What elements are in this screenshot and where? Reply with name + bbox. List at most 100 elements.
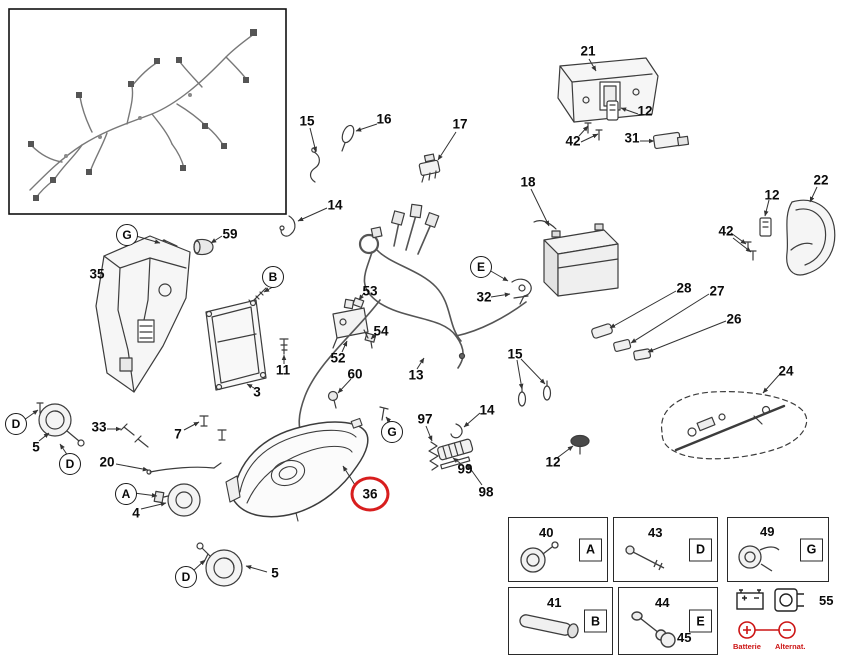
part-32-sensor: [511, 278, 532, 305]
red-highlight-ring: [350, 476, 390, 512]
part-label-60[interactable]: 60: [347, 366, 363, 382]
part-42-screws-top: [584, 122, 603, 141]
legend-letter-d: D: [689, 538, 712, 561]
legend-number-49: 49: [760, 524, 775, 539]
horn-small-icon: [520, 541, 559, 573]
callout-letter-g1[interactable]: G: [116, 224, 138, 246]
part-35-headlamp-rear: [95, 235, 191, 393]
part-7-pins: [199, 415, 227, 441]
part-label-5-bottom[interactable]: 5: [271, 565, 279, 581]
part-label-27[interactable]: 27: [709, 283, 725, 299]
part-5-horn-bottom: [196, 542, 243, 587]
part-label-14-top[interactable]: 14: [327, 197, 343, 213]
part-label-42-right[interactable]: 42: [718, 223, 734, 239]
callout-letter-a[interactable]: A: [115, 483, 137, 505]
part-label-17[interactable]: 17: [452, 116, 468, 132]
part-label-15-mid[interactable]: 15: [507, 346, 523, 362]
part-label-32[interactable]: 32: [476, 289, 492, 305]
part-label-21[interactable]: 21: [580, 43, 596, 59]
part-27-clip: [613, 339, 632, 352]
legend-cell-44-45[interactable]: 44 45 E: [618, 587, 718, 655]
part-53-clip: [352, 297, 365, 309]
legend-number-44: 44: [655, 595, 670, 610]
legend-battery-label: Batterie: [733, 642, 761, 651]
part-label-22[interactable]: 22: [813, 172, 829, 188]
part-label-5-left[interactable]: 5: [32, 439, 40, 455]
horn-bracket-icon: [738, 545, 780, 572]
part-21-bracket: [557, 57, 659, 123]
bolt-assembly-icon: [631, 611, 676, 648]
part-26-clip: [633, 348, 652, 361]
part-label-20[interactable]: 20: [99, 454, 115, 470]
callout-letter-d3[interactable]: D: [175, 566, 197, 588]
legend-cell-55[interactable]: 55 Batterie Alternat.: [727, 585, 847, 657]
part-13-connectors: [370, 203, 466, 360]
part-36-headlamp: [225, 417, 369, 522]
callout-letter-b[interactable]: B: [262, 266, 284, 288]
part-33-screws: [120, 423, 149, 448]
part-59-grommet: [193, 238, 214, 256]
part-14-clip-right: [450, 423, 463, 439]
part-label-42-top[interactable]: 42: [565, 133, 581, 149]
legend-number-55: 55: [819, 593, 834, 608]
legend-letter-a: A: [579, 538, 602, 561]
part-label-97[interactable]: 97: [417, 411, 433, 427]
legend-number-45: 45: [677, 630, 692, 645]
part-13-harness: [298, 214, 527, 435]
part-label-53[interactable]: 53: [362, 283, 378, 299]
part-5-horn-left: [36, 402, 85, 447]
part-label-16[interactable]: 16: [376, 111, 392, 127]
legend-cell-41[interactable]: 41 B: [508, 587, 613, 655]
part-label-26[interactable]: 26: [726, 311, 742, 327]
part-label-35[interactable]: 35: [89, 266, 105, 282]
callout-letter-e[interactable]: E: [470, 256, 492, 278]
part-label-54[interactable]: 54: [373, 323, 389, 339]
part-label-18[interactable]: 18: [520, 174, 536, 190]
legend-cell-40[interactable]: 40 A: [508, 517, 608, 582]
callout-letter-g2[interactable]: G: [381, 421, 403, 443]
part-31-relay: [652, 131, 690, 150]
battery-alternator-icons: [736, 588, 804, 639]
legend-number-40: 40: [539, 525, 554, 540]
part-label-52[interactable]: 52: [330, 350, 346, 366]
part-label-28[interactable]: 28: [676, 280, 692, 296]
part-label-12-mid[interactable]: 12: [545, 454, 561, 470]
part-label-24[interactable]: 24: [778, 363, 794, 379]
legend-number-43: 43: [648, 525, 663, 540]
sleeve-icon: [519, 614, 579, 639]
part-label-36-highlighted[interactable]: 36: [362, 486, 378, 502]
part-24-antenna-group: [661, 391, 808, 460]
part-60-bolt: [327, 390, 339, 409]
part-label-7[interactable]: 7: [174, 426, 182, 442]
part-g2-screw: [379, 406, 389, 421]
part-label-59[interactable]: 59: [222, 226, 238, 242]
part-14-clip-top: [279, 215, 296, 237]
part-label-98[interactable]: 98: [478, 484, 494, 500]
part-label-13[interactable]: 13: [408, 367, 424, 383]
part-label-4[interactable]: 4: [132, 505, 140, 521]
part-97-spring: [428, 441, 439, 471]
part-label-12-right[interactable]: 12: [764, 187, 780, 203]
part-12-plug-mid: [570, 434, 590, 455]
part-11-screw: [279, 338, 289, 355]
part-label-12-top[interactable]: 12: [637, 103, 653, 119]
part-label-11[interactable]: 11: [275, 362, 291, 378]
part-label-15-top[interactable]: 15: [299, 113, 315, 129]
legend-cell-49[interactable]: 49 G: [727, 517, 829, 582]
part-label-33[interactable]: 33: [91, 419, 107, 435]
part-22-lamp: [786, 199, 836, 276]
battery-alternator-wiring-red: [738, 621, 796, 639]
part-label-99[interactable]: 99: [457, 461, 473, 477]
part-17-connector: [418, 153, 441, 183]
callout-letter-d1[interactable]: D: [5, 413, 27, 435]
wiring-harness-inset: [8, 8, 287, 215]
part-12-clip-right: [759, 217, 772, 237]
part-label-3[interactable]: 3: [253, 384, 261, 400]
callout-letter-d2[interactable]: D: [59, 453, 81, 475]
legend-number-41: 41: [547, 595, 562, 610]
part-label-31[interactable]: 31: [624, 130, 640, 146]
part-12-clip-top: [606, 100, 619, 121]
part-label-14-right[interactable]: 14: [479, 402, 495, 418]
legend-letter-e: E: [689, 609, 712, 633]
legend-cell-43[interactable]: 43 D: [613, 517, 718, 582]
